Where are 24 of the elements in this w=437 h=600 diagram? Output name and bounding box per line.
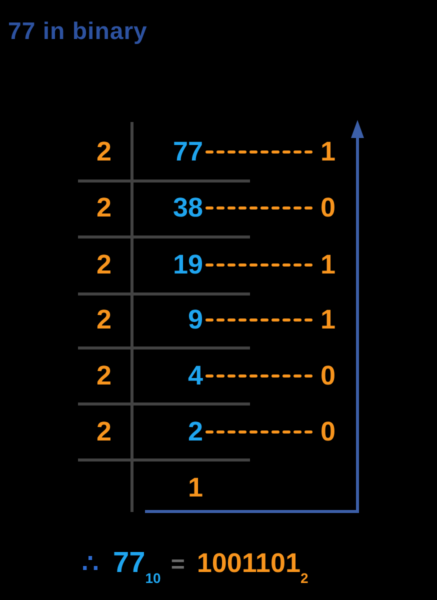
divisor-number: 2 [96, 138, 112, 166]
therefore-symbol: ∴ [82, 550, 99, 576]
remainder-digit: 0 [320, 194, 336, 222]
remainder-digit: 1 [320, 306, 336, 334]
title: 77 in binary [8, 20, 148, 44]
divisor-number: 2 [96, 306, 112, 334]
divisor-number: 2 [96, 194, 112, 222]
divisor-number: 2 [96, 362, 112, 390]
divisor-number: 2 [96, 252, 112, 278]
quotient-number: 4 [188, 362, 203, 390]
binary-result: 1001101$_{2}$ [196, 550, 308, 587]
divisor-number: 2 [96, 418, 112, 446]
decimal-number: 77$_{10}$ [113, 549, 161, 588]
quotient-number: 2 [188, 418, 203, 446]
final-quotient: 1 [188, 474, 203, 502]
remainder-digit: 0 [320, 362, 336, 390]
remainder-digit: 0 [320, 418, 336, 446]
quotient-number: 9 [188, 306, 203, 334]
remainder-digit: 1 [320, 252, 336, 278]
remainder-digit: 1 [320, 138, 336, 166]
quotient-number: 19 [172, 252, 203, 278]
equals-sign: = [170, 553, 185, 577]
quotient-number: 77 [172, 138, 203, 166]
quotient-number: 38 [172, 194, 203, 222]
